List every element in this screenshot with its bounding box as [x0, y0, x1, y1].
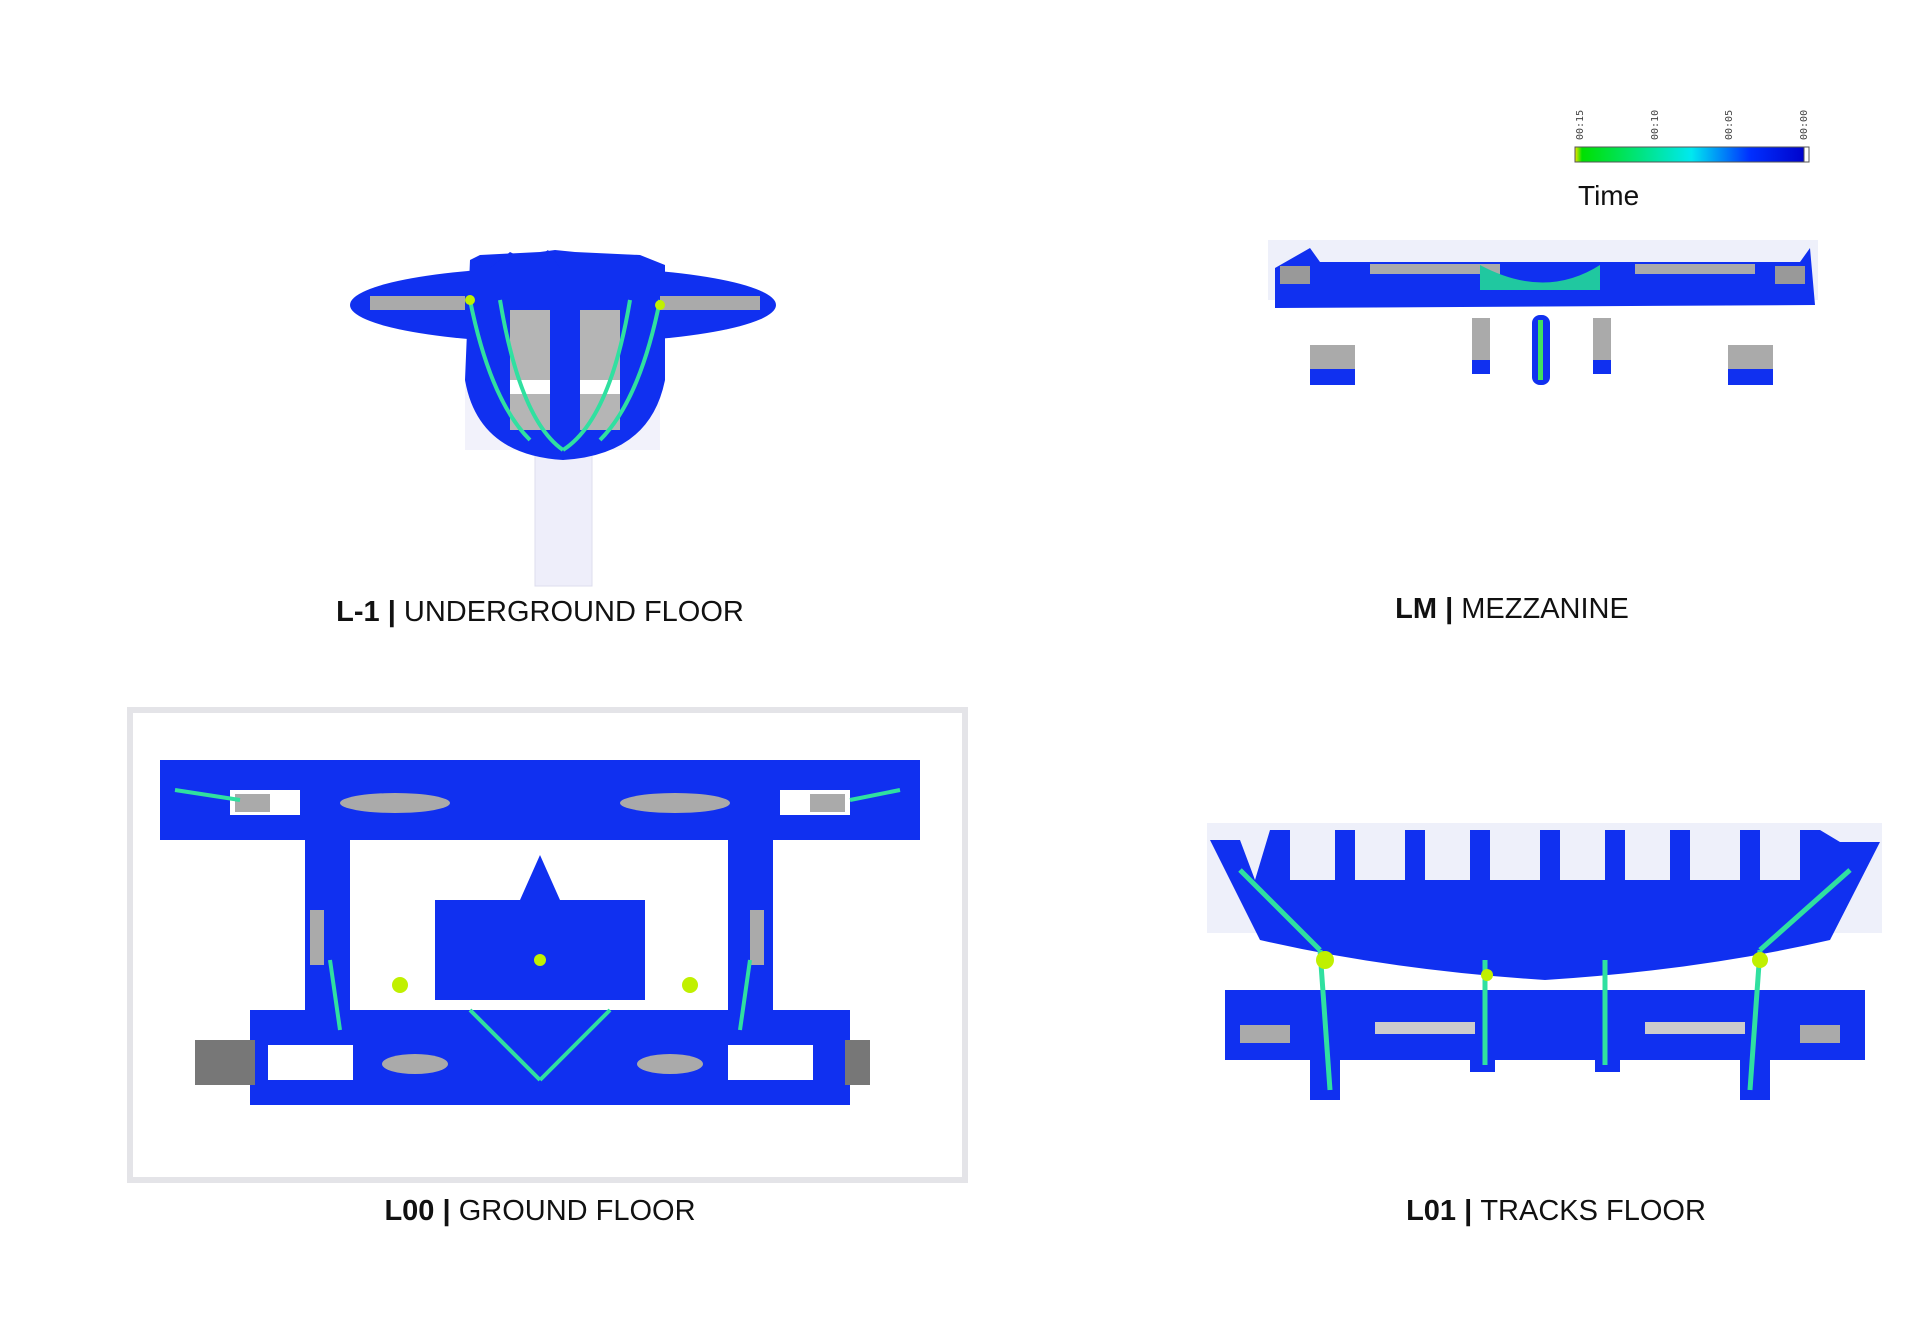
- legend-tick: 00:15: [1575, 109, 1586, 140]
- plan-tracks-floor: [1207, 823, 1882, 1100]
- plan-underground-floor: [350, 250, 776, 587]
- time-legend-bar: [1574, 146, 1810, 163]
- legend-tick: 00:00: [1799, 109, 1810, 140]
- legend-tick: 00:10: [1650, 109, 1661, 140]
- plan-mezzanine: [1268, 240, 1818, 385]
- floor-code: L01: [1406, 1195, 1457, 1227]
- plan-ground-floor: [127, 707, 968, 1183]
- legend-title: Time: [1578, 180, 1640, 211]
- floor-name: GROUND FLOOR: [458, 1195, 696, 1227]
- legend-tick: 00:05: [1724, 109, 1735, 140]
- floor-name: TRACKS FLOOR: [1480, 1195, 1706, 1227]
- floor-code: L-1: [336, 596, 380, 628]
- floor-code: LM: [1395, 593, 1438, 625]
- caption-mezzanine: LM | MEZZANINE: [1395, 593, 1629, 625]
- caption-tracks-floor: L01 | TRACKS FLOOR: [1406, 1195, 1706, 1227]
- floor-name: UNDERGROUND FLOOR: [403, 596, 744, 628]
- floor-code: L00: [384, 1195, 435, 1227]
- floor-name: MEZZANINE: [1461, 593, 1629, 625]
- caption-underground-floor: L-1 | UNDERGROUND FLOOR: [336, 596, 744, 628]
- caption-ground-floor: L00 | GROUND FLOOR: [384, 1195, 696, 1227]
